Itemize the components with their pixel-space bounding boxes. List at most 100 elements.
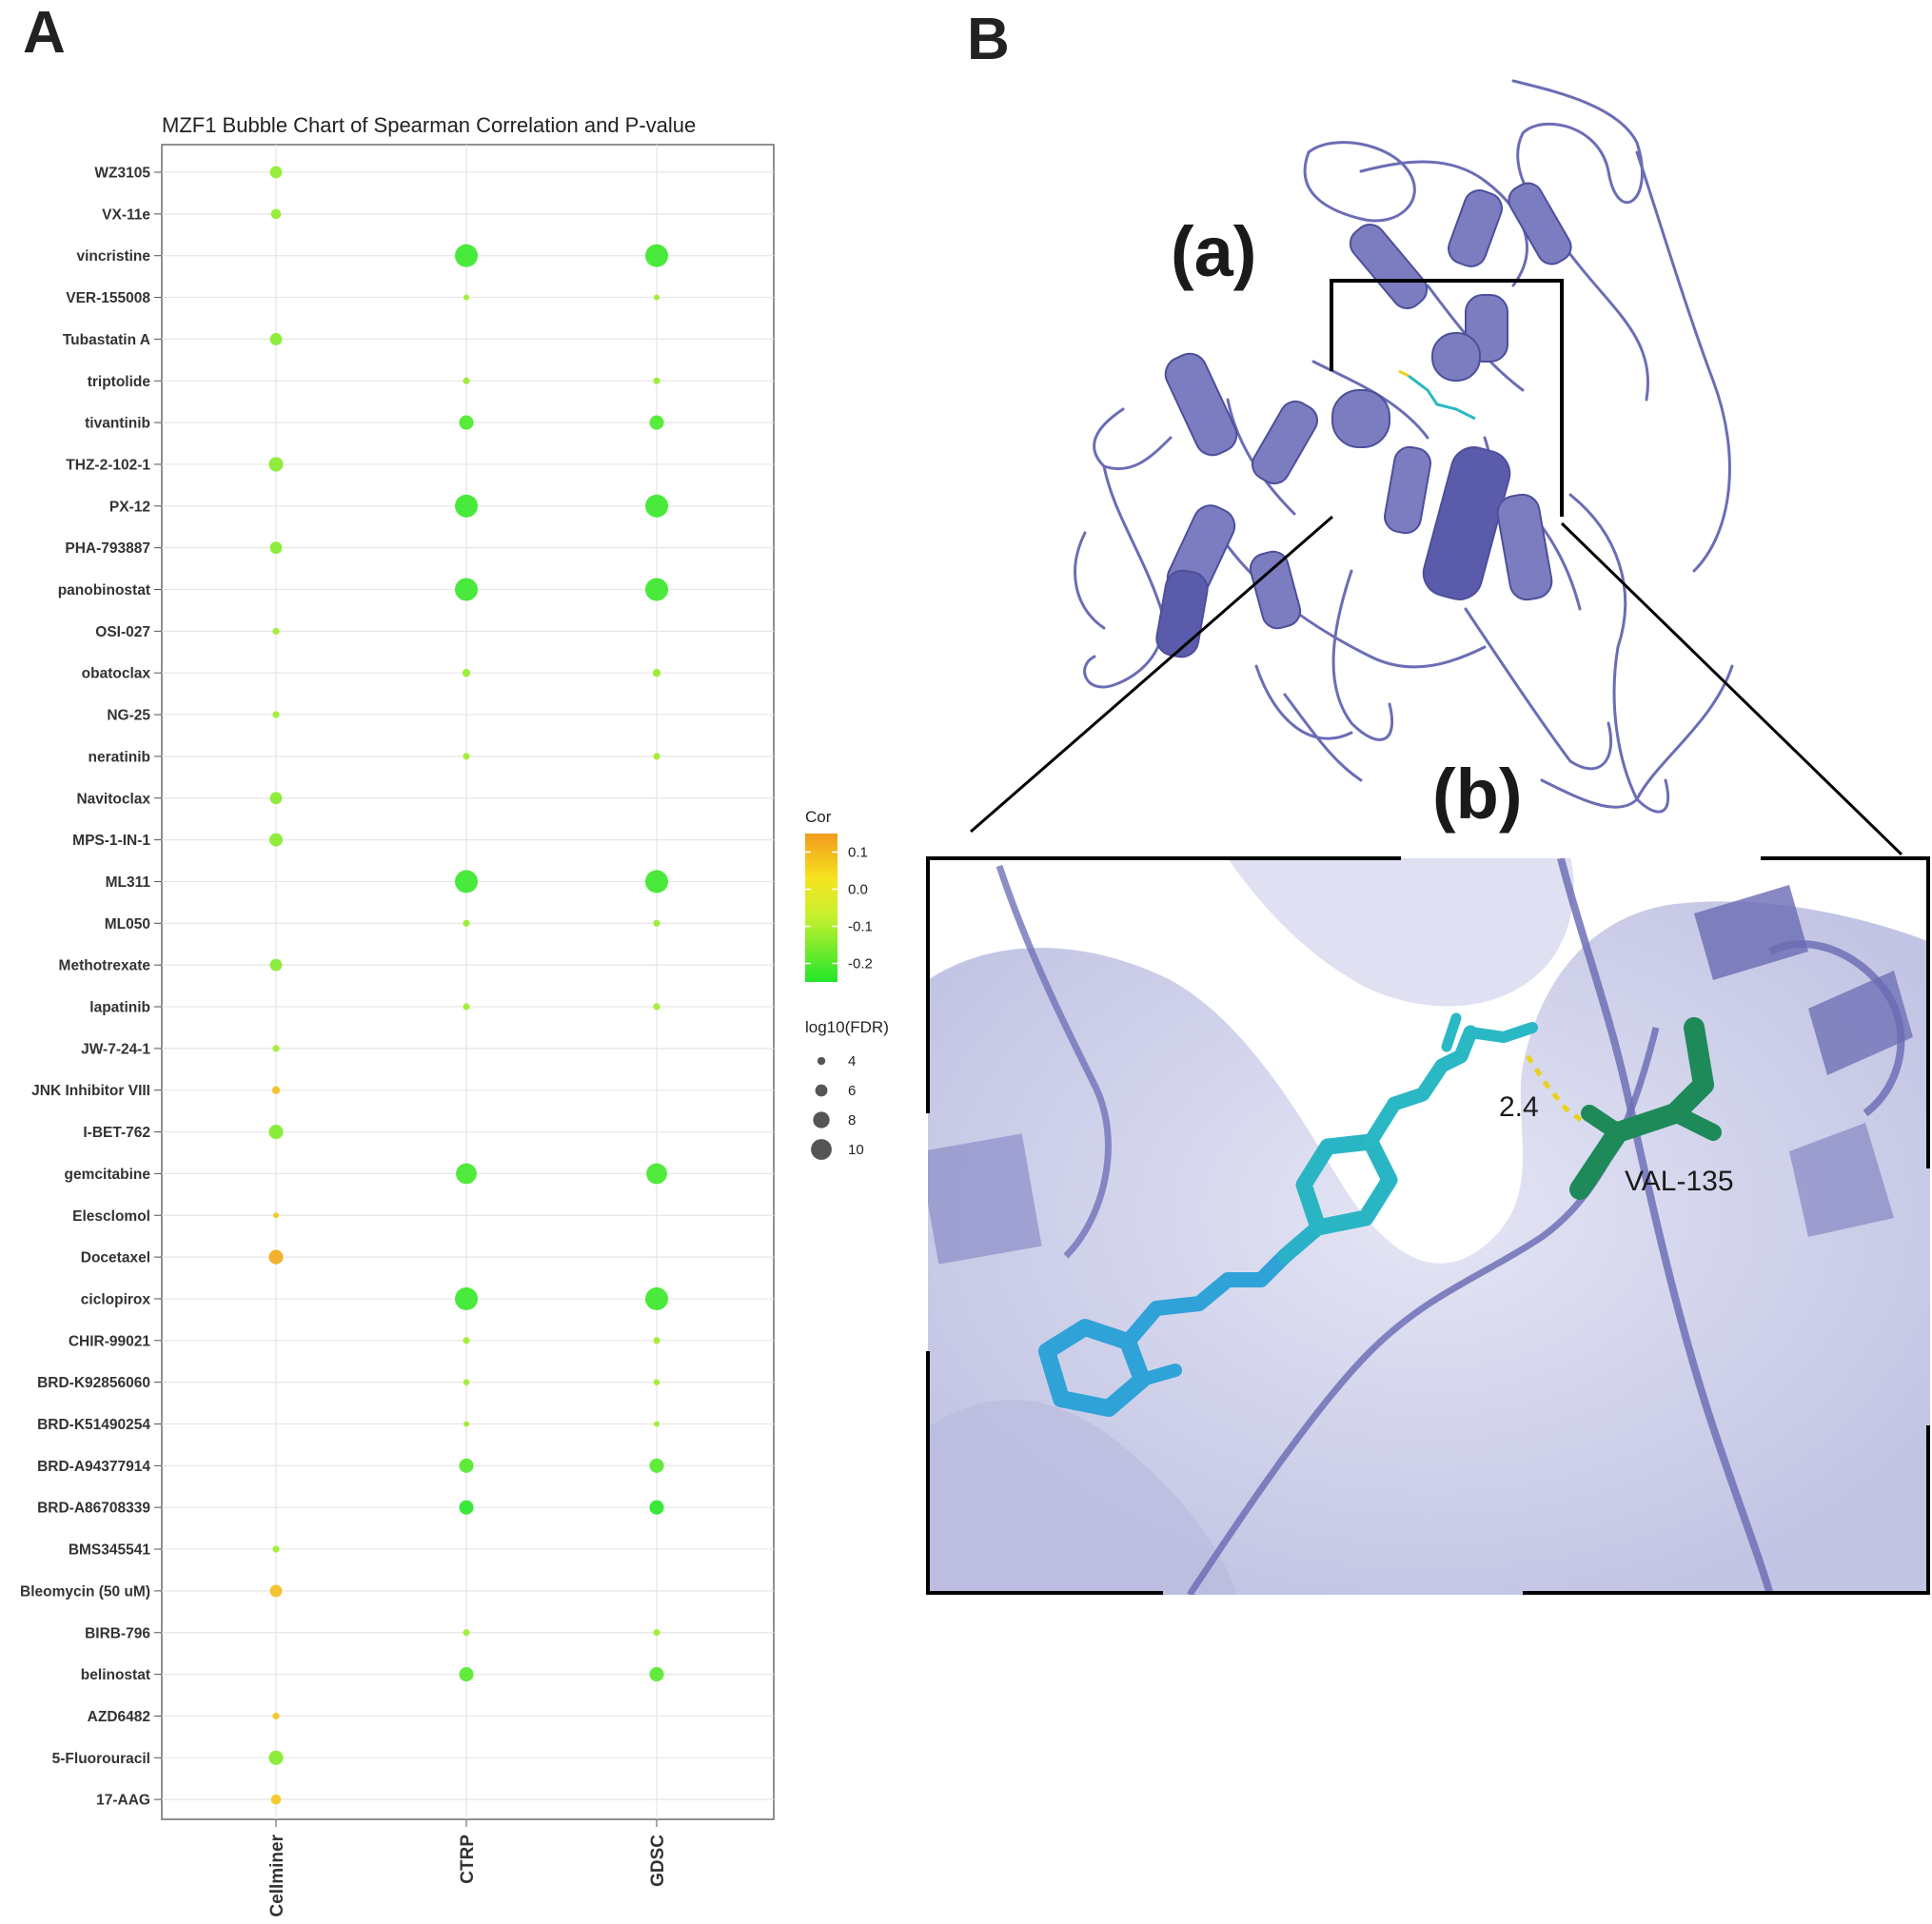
y-tick-label: THZ-2-102-1 [66, 457, 150, 473]
bubble [463, 919, 470, 927]
y-tick-label: obatoclax [82, 666, 151, 682]
color-tick-label: -0.1 [848, 919, 873, 935]
bubble [644, 870, 669, 893]
size-key-bubble [811, 1139, 832, 1160]
panel-letter-a: A [23, 0, 66, 66]
bubble [272, 627, 280, 635]
bubble [454, 1286, 479, 1310]
x-tick-labels: Cellminer CTRP GDSC [267, 1819, 668, 1917]
subpanel-label-a: (a) [1171, 212, 1256, 291]
bubble [653, 1379, 660, 1385]
bubble [270, 1794, 282, 1805]
hydrogen-bond [1525, 1054, 1587, 1125]
bubble [463, 753, 470, 760]
bubble [272, 1545, 280, 1553]
y-tick-label: BMS345541 [69, 1542, 151, 1559]
val-135-residue [1569, 1017, 1722, 1200]
bubble [652, 669, 661, 677]
bubble [644, 578, 669, 601]
bubble [463, 294, 470, 301]
size-key-label: 4 [848, 1053, 856, 1070]
bubble [269, 958, 283, 972]
protein-helices [1155, 182, 1572, 658]
bubble [649, 415, 664, 430]
bubble [644, 244, 669, 267]
bubble [649, 1458, 664, 1473]
bubble [269, 541, 283, 555]
chart-title: MZF1 Bubble Chart of Spearman Correlatio… [162, 113, 696, 137]
y-tick-label: vincristine [76, 248, 150, 265]
bubble [268, 1125, 284, 1140]
protein-structure-overview [1074, 79, 1734, 814]
size-key-label: 6 [848, 1083, 856, 1099]
bubble [454, 870, 479, 893]
y-tick-label: WZ3105 [94, 166, 150, 182]
size-legend-title: log10(FDR) [805, 1018, 889, 1036]
residue-label: VAL-135 [1625, 1166, 1734, 1197]
bubble [272, 1045, 280, 1052]
zoom-connector-right [1560, 521, 1903, 856]
y-tick-label: Methotrexate [59, 958, 151, 974]
bubble [269, 332, 283, 345]
subpanel-label-b: (b) [1432, 755, 1523, 834]
y-tick-label: ML050 [105, 916, 150, 933]
bubble [268, 457, 284, 472]
plot-frame [161, 144, 775, 1820]
y-tick-label: BIRB-796 [85, 1625, 150, 1641]
hbond-distance-label: 2.4 [1499, 1091, 1539, 1123]
y-tick-labels: WZ3105VX-11evincristineVER-155008Tubasta… [20, 166, 162, 1809]
x-tick-label: Cellminer [267, 1834, 287, 1916]
color-tick-label: 0.0 [848, 882, 868, 898]
y-tick-label: Bleomycin (50 uM) [20, 1583, 150, 1600]
bubble [269, 833, 283, 847]
color-legend-ticks: 0.10.0-0.1-0.2 [805, 845, 873, 972]
bubble [269, 166, 283, 179]
y-tick-label: JNK Inhibitor VIII [31, 1083, 150, 1099]
bubble [454, 494, 479, 518]
y-tick-label: gemcitabine [65, 1167, 151, 1183]
bubble [454, 244, 479, 267]
bubble [462, 669, 471, 677]
y-tick-label: 17-AAG [96, 1793, 150, 1809]
bubble [653, 1337, 660, 1345]
bubble [653, 919, 660, 927]
bubble [463, 1629, 470, 1637]
size-key-label: 10 [848, 1142, 864, 1158]
x-tick-label: GDSC [648, 1835, 668, 1887]
bubble [653, 377, 660, 384]
bubble [269, 1584, 283, 1598]
bubbles [268, 166, 669, 1805]
color-tick-label: -0.2 [848, 956, 873, 972]
y-tick-label: CHIR-99021 [69, 1333, 151, 1349]
y-tick-label: I-BET-762 [83, 1125, 150, 1141]
y-tick-label: OSI-027 [95, 624, 150, 640]
panel-letter-b: B [967, 7, 1010, 72]
x-tick-label: CTRP [458, 1835, 478, 1884]
y-tick-label: panobinostat [58, 582, 150, 599]
y-tick-label: Tubastatin A [63, 332, 150, 348]
y-tick-label: BRD-A86708339 [37, 1501, 150, 1517]
bubble [463, 377, 470, 384]
y-tick-label: Elesclomol [72, 1208, 150, 1225]
bubble [456, 1163, 477, 1185]
bubble [271, 1086, 281, 1094]
pocket-highlight-box [1330, 279, 1564, 517]
zoom-frame-brackets [926, 856, 1930, 1595]
bubble [459, 1458, 474, 1473]
y-tick-label: MPS-1-IN-1 [72, 833, 150, 849]
bubble [463, 1003, 470, 1011]
y-tick-label: BRD-K51490254 [37, 1417, 150, 1433]
y-tick-label: Docetaxel [81, 1250, 150, 1266]
y-tick-label: triptolide [88, 374, 151, 390]
bubble [268, 1249, 284, 1265]
y-tick-label: tivantinib [85, 416, 150, 432]
y-tick-label: ML311 [106, 874, 151, 891]
ligand-sticks [1038, 1012, 1538, 1417]
bubble [459, 1500, 474, 1515]
bubble [272, 1712, 280, 1720]
size-key-bubble [815, 1084, 828, 1097]
y-tick-label: Navitoclax [76, 791, 150, 807]
bubble [454, 578, 479, 601]
